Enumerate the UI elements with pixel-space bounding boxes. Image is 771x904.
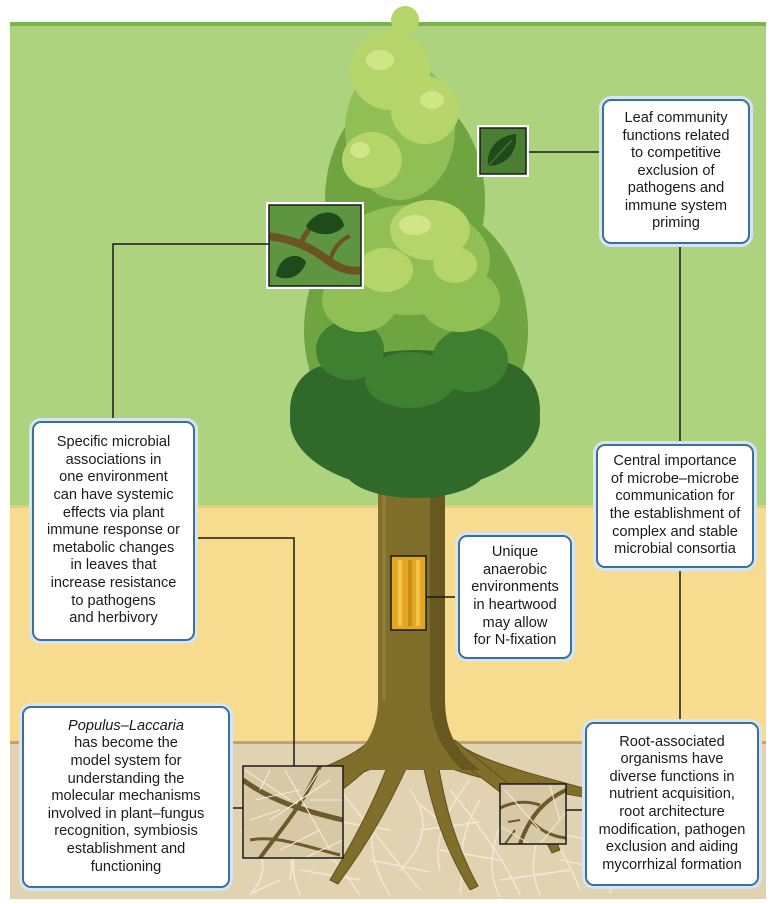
callout-populus-title: Populus–Laccaria [68,718,184,736]
callout-systemic-line: immune response or [46,522,181,539]
connector-lines [112,151,681,811]
callout-systemic-line: can have systemic [53,487,174,504]
callout-populus-line: understanding the [67,770,185,787]
callout-systemic-effects: Specific microbial associations in one e… [32,421,195,641]
callout-populus-line: recognition, symbiosis [54,823,198,840]
callout-leaf-line: pathogens and [627,180,725,197]
callout-root-line: Root-associated [619,733,725,750]
root-tips-icon [499,783,567,845]
callout-root-line: exclusion and aiding [605,839,739,856]
callout-microbe-communication: Central importance of microbe–microbe co… [596,444,754,568]
callout-systemic-line: effects via plant [62,504,165,521]
callout-heartwood-line: anaerobic [482,561,548,578]
mycorrhizal-roots-icon [242,765,344,859]
connector-systemic-roots [195,537,295,766]
heartwood-cylinder-icon [390,555,427,631]
callout-populus-laccaria: Populus–Laccaria has become the model sy… [22,706,230,888]
callout-systemic-line: to pathogens [71,592,156,609]
callout-leaf-line: priming [652,215,700,232]
callout-root-line: mycorrhizal formation [602,856,742,873]
callout-systemic-line: increase resistance [50,574,177,591]
callout-central-line: complex and stable [612,523,738,540]
single-leaf-icon [477,125,529,177]
callout-leaf-community: Leaf community functions related to comp… [602,99,750,244]
callout-leaf-line: exclusion of [637,162,715,179]
callout-systemic-line: one environment [59,469,168,486]
callout-heartwood-line: in heartwood [473,597,557,613]
callout-root-associated: Root-associated organisms have diverse f… [585,722,759,886]
callout-central-line: of microbe–microbe [610,470,740,487]
callout-systemic-line: in leaves that [70,557,157,574]
callout-root-line: root architecture [619,804,725,820]
callout-populus-line: functioning [90,858,162,875]
callout-populus-line: establishment and [66,840,186,857]
callout-central-line: communication for [615,488,735,505]
callout-heartwood-line: may allow [482,614,548,631]
callout-leaf-line: functions related [622,127,730,144]
callout-leaf-line: immune system [624,197,728,214]
branch-with-leaves-icon [266,202,364,289]
callout-populus-line: involved in plant–fungus [47,805,205,822]
callout-root-line: diverse functions in [609,768,735,785]
callout-central-line: Central importance [613,453,737,470]
callout-populus-line: has become the [74,735,178,752]
callout-heartwood: Unique anaerobic environments in heartwo… [458,535,572,659]
callout-systemic-line: Specific microbial [56,434,171,451]
callout-leaf-line: Leaf community [624,109,728,126]
sky-top-border [10,22,766,26]
callout-root-line: modification, pathogen [598,821,746,838]
callout-populus-line: molecular mechanisms [51,788,201,805]
callout-systemic-line: and herbivory [69,610,158,627]
callout-heartwood-line: environments [471,579,559,596]
callout-leaf-line: to competitive [630,145,722,162]
connector-branch-systemic [112,243,269,421]
callout-central-line: microbial consortia [614,541,736,558]
callout-heartwood-line: Unique [491,544,539,561]
callout-populus-line: model system for [70,753,182,770]
callout-systemic-line: associations in [65,451,162,468]
callout-root-line: nutrient acquisition, [609,786,735,803]
callout-heartwood-line: for N-fixation [473,632,557,649]
populus-laccaria-italic: Populus–Laccaria [67,717,185,734]
callout-systemic-line: metabolic changes [52,539,175,556]
callout-root-line: organisms have [620,751,724,768]
callout-central-line: the establishment of [609,506,741,522]
